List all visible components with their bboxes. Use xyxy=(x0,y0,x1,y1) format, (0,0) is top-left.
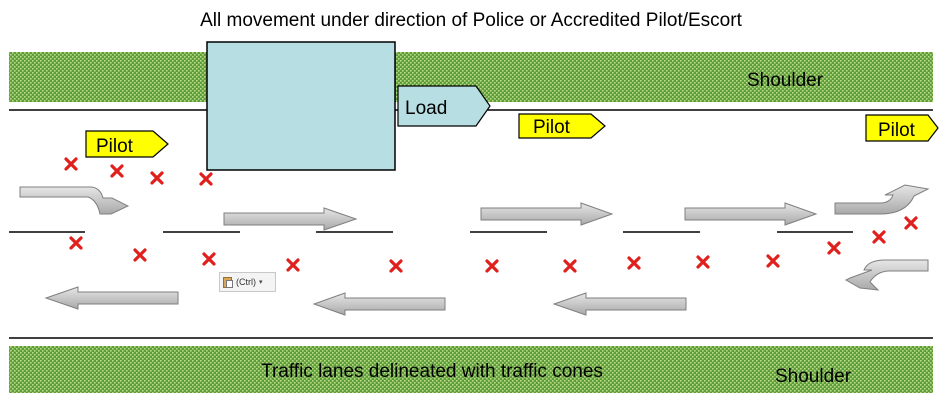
cone-x-icon xyxy=(563,259,577,273)
westbound-arrow-icon xyxy=(312,292,446,316)
eastbound-arrow-icon xyxy=(223,207,358,231)
merge-arrow-icon xyxy=(19,186,130,215)
paste-options-label: (Ctrl) xyxy=(236,277,256,287)
cone-x-icon xyxy=(696,255,710,269)
pilot-tag-front xyxy=(865,114,939,142)
top-shoulder-label: Shoulder xyxy=(747,70,824,91)
cone-x-icon xyxy=(133,248,147,262)
cone-x-icon xyxy=(389,259,403,273)
westbound-arrow-icon xyxy=(552,292,687,316)
load-box xyxy=(206,41,396,171)
cone-x-icon xyxy=(110,164,124,178)
bottom-shoulder xyxy=(9,346,933,393)
traffic-cones xyxy=(64,157,918,273)
curve-down-arrow-icon xyxy=(844,259,929,291)
cone-x-icon xyxy=(202,252,216,266)
chevron-down-icon: ▾ xyxy=(259,279,263,286)
cone-x-icon xyxy=(69,236,83,250)
pilot-tag-rear xyxy=(85,130,169,158)
diagram-title: All movement under direction of Police o… xyxy=(200,10,742,31)
eastbound-arrow-icon xyxy=(480,202,614,226)
cone-x-icon xyxy=(150,171,164,185)
clipboard-paste-icon xyxy=(223,276,233,288)
bottom-shoulder-label: Shoulder xyxy=(775,366,852,387)
curve-up-arrow-icon xyxy=(834,184,930,215)
cone-x-icon xyxy=(766,254,780,268)
load-label: Load xyxy=(405,98,447,119)
westbound-arrow-icon xyxy=(44,286,179,310)
cone-x-icon xyxy=(904,216,918,230)
cone-x-icon xyxy=(199,172,213,186)
cone-x-icon xyxy=(827,241,841,255)
cones-note: Traffic lanes delineated with traffic co… xyxy=(261,361,603,382)
pilot-label-rear: Pilot xyxy=(96,136,134,157)
paste-options-button[interactable]: (Ctrl) ▾ xyxy=(219,272,276,292)
cone-x-icon xyxy=(872,230,886,244)
load-tag xyxy=(397,85,491,127)
pilot-label-middle: Pilot xyxy=(533,117,571,138)
pilot-tag-middle xyxy=(518,113,606,139)
cone-x-icon xyxy=(627,256,641,270)
cone-x-icon xyxy=(485,259,499,273)
pilot-label-front: Pilot xyxy=(878,120,916,141)
cone-x-icon xyxy=(286,258,300,272)
eastbound-arrow-icon xyxy=(684,202,818,226)
traffic-arrows xyxy=(19,184,930,316)
cone-x-icon xyxy=(64,157,78,171)
